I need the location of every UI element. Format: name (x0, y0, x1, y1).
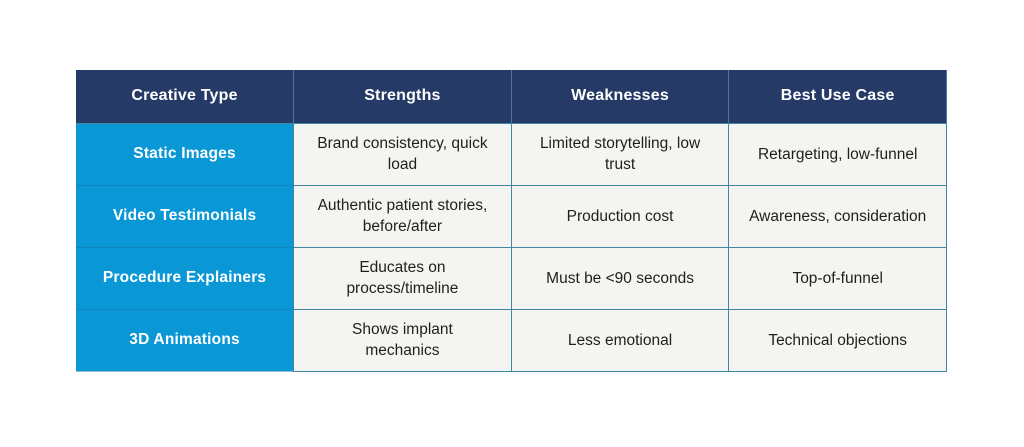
cell-procedure-explainers-best-use-case: Top-of-funnel (728, 246, 947, 310)
row-header-procedure-explainers: Procedure Explainers (76, 246, 295, 310)
row-header-video-testimonials: Video Testimonials (76, 184, 295, 248)
cell-video-testimonials-weaknesses: Production cost (510, 184, 730, 248)
row-header-3d-animations: 3D Animations (76, 308, 295, 372)
creative-type-comparison-table: Creative Type Strengths Weaknesses Best … (76, 70, 947, 372)
column-header-best-use-case: Best Use Case (728, 70, 947, 124)
cell-static-images-weaknesses: Limited storytelling, low trust (510, 122, 730, 186)
cell-static-images-strengths: Brand consistency, quick load (293, 122, 512, 186)
cell-3d-animations-best-use-case: Technical objections (728, 308, 947, 372)
cell-video-testimonials-best-use-case: Awareness, consideration (728, 184, 947, 248)
table-row-3d-animations: 3D Animations Shows implant mechanics Le… (76, 308, 947, 372)
cell-static-images-best-use-case: Retargeting, low-funnel (728, 122, 947, 186)
table-row-procedure-explainers: Procedure Explainers Educates on process… (76, 246, 947, 310)
column-header-weaknesses: Weaknesses (510, 70, 730, 124)
column-header-creative-type: Creative Type (76, 70, 295, 124)
cell-procedure-explainers-weaknesses: Must be <90 seconds (510, 246, 730, 310)
cell-video-testimonials-strengths: Authentic patient stories, before/after (293, 184, 512, 248)
column-header-strengths: Strengths (293, 70, 512, 124)
table-row-static-images: Static Images Brand consistency, quick l… (76, 122, 947, 186)
table-row-video-testimonials: Video Testimonials Authentic patient sto… (76, 184, 947, 248)
cell-3d-animations-strengths: Shows implant mechanics (293, 308, 512, 372)
table-header-row: Creative Type Strengths Weaknesses Best … (76, 70, 947, 124)
cell-procedure-explainers-strengths: Educates on process/timeline (293, 246, 512, 310)
cell-3d-animations-weaknesses: Less emotional (510, 308, 730, 372)
row-header-static-images: Static Images (76, 122, 295, 186)
